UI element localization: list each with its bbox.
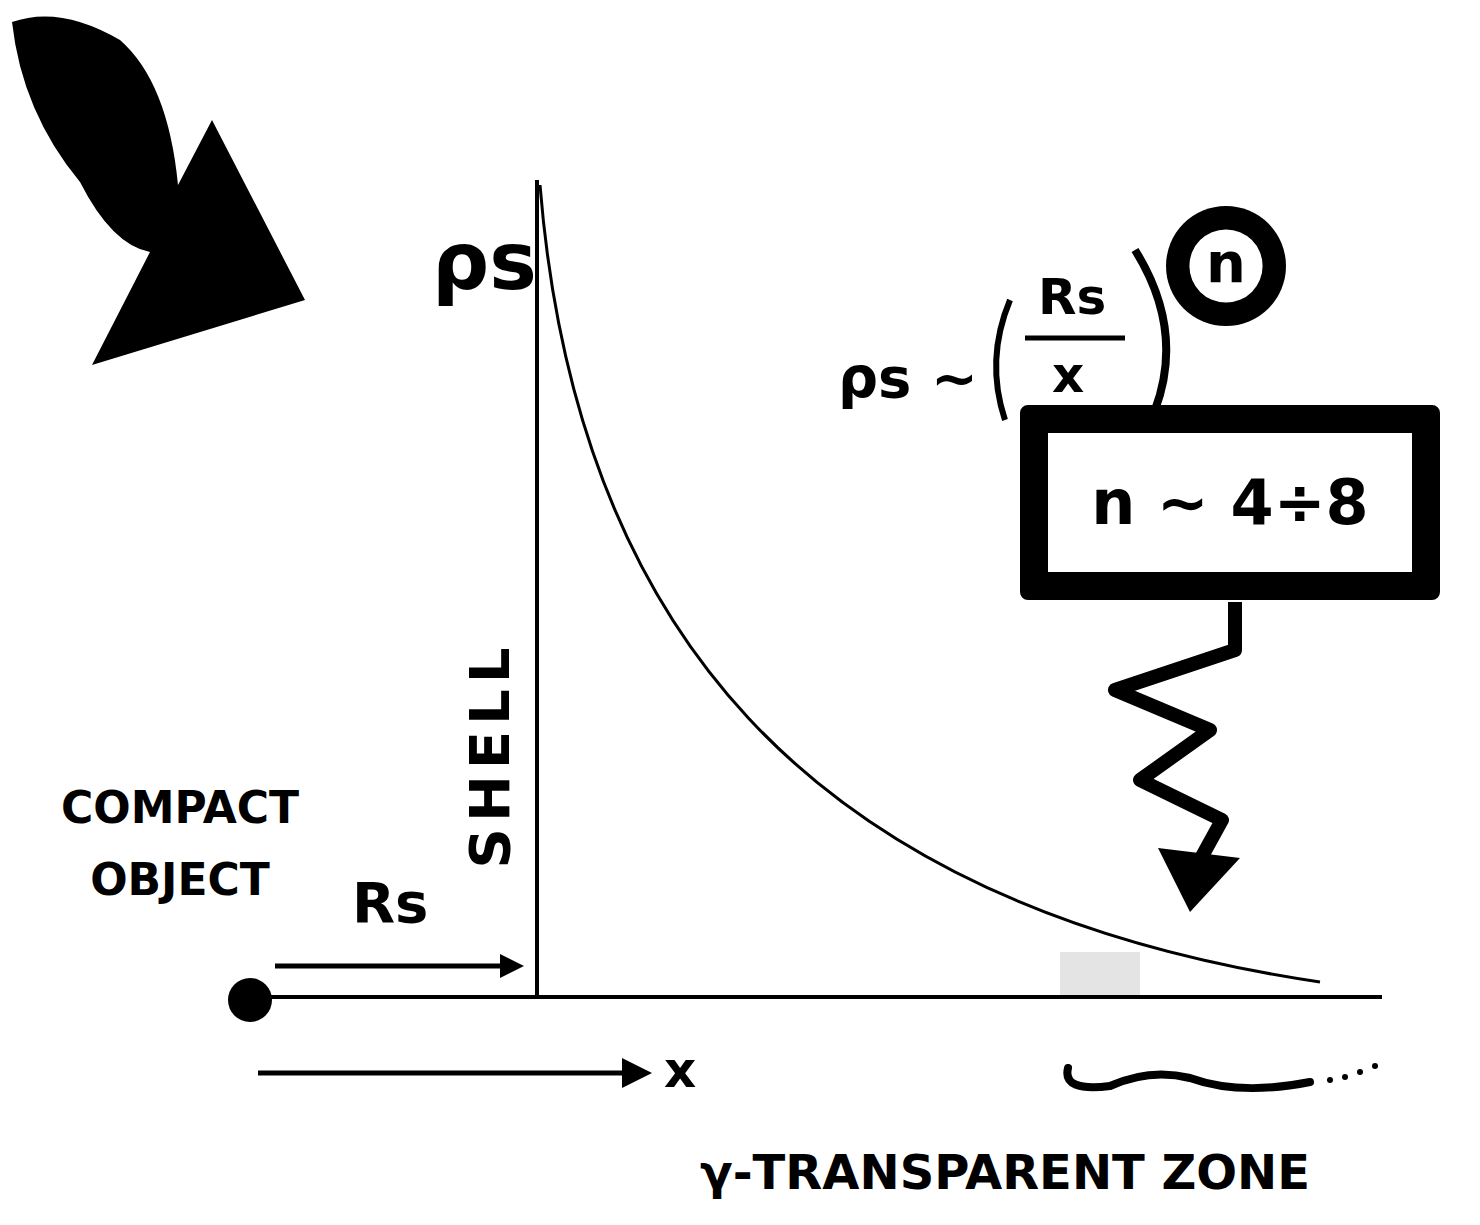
axis-label: ρs — [432, 222, 537, 302]
object-label: COMPACT OBJECT — [40, 772, 320, 916]
zigzag-arrow — [1115, 602, 1235, 860]
formula-label: ρs ~ — [838, 350, 978, 406]
circled-exponent: n — [1165, 205, 1287, 327]
shaded-zone — [1060, 952, 1140, 995]
big-arrow — [12, 16, 305, 365]
axis-label: x — [664, 1045, 696, 1095]
denominator-label: x — [1052, 350, 1084, 400]
x-arrow — [258, 1071, 635, 1076]
dot — [1342, 1074, 1348, 1080]
dot — [1372, 1063, 1378, 1069]
horizontal-axis — [250, 995, 1382, 999]
shell-label: SHELL — [462, 642, 518, 869]
ring — [1166, 206, 1286, 326]
radius-arrow — [275, 964, 508, 969]
radius-arrowhead — [500, 954, 524, 978]
value-box: n ∼ 4÷8 — [1020, 405, 1440, 600]
node-text: n ∼ 4÷8 — [1091, 472, 1369, 534]
numerator-label: Rs — [1038, 272, 1106, 322]
x-arrowhead — [622, 1058, 652, 1088]
zone-label: γ-TRANSPARENT ZONE — [700, 1148, 1310, 1196]
zigzag-arrowhead — [1158, 848, 1240, 912]
fraction-bar — [1025, 336, 1125, 341]
open-paren — [996, 300, 1010, 420]
vertical-axis — [535, 180, 539, 998]
zone-brace — [1067, 1068, 1310, 1088]
close-paren — [1135, 250, 1166, 410]
dot — [1357, 1069, 1363, 1075]
compact-object-dot — [228, 978, 272, 1022]
dot — [1327, 1077, 1333, 1083]
ring-hole — [1189, 229, 1262, 302]
radius-label: Rs — [352, 875, 428, 931]
node-text: n — [1206, 235, 1246, 291]
